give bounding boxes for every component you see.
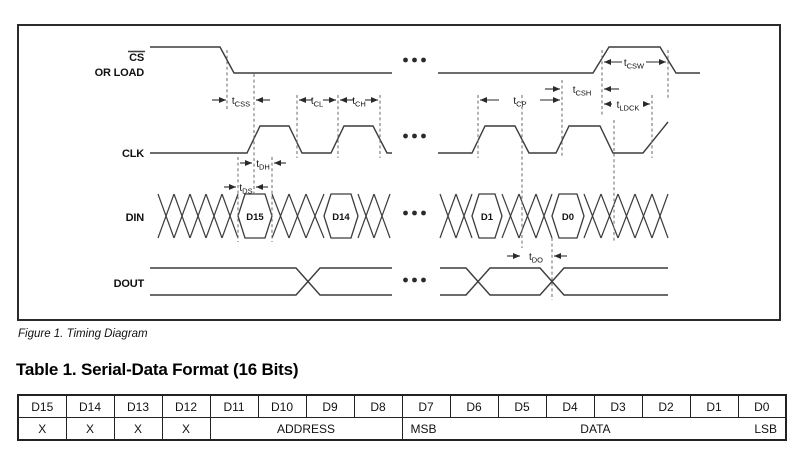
bit-header-cell: D10 xyxy=(257,394,307,418)
tch-label: tCH xyxy=(352,96,366,109)
din-dontcare-block-3 xyxy=(357,193,391,239)
dashed-guides xyxy=(226,50,669,300)
bit-meaning-row: X X X X ADDRESS MSB DATA LSB xyxy=(17,417,787,441)
tdo-label: tDO xyxy=(529,252,543,265)
lsb-label: LSB xyxy=(754,421,777,436)
bit-header-cell: D15 xyxy=(17,394,67,418)
clk-waveform-left xyxy=(150,125,392,154)
bit-header-cell: D13 xyxy=(113,394,163,418)
din-signal-label: DIN xyxy=(126,212,145,224)
din-waveform: D15 D14 D1 D0 xyxy=(157,193,669,239)
cs-waveform xyxy=(150,46,700,74)
bit-header-cell: D7 xyxy=(401,394,451,418)
bit-header-cell: D1 xyxy=(689,394,739,418)
dout-waveform-right xyxy=(440,267,668,296)
dont-care-cell: X xyxy=(17,417,67,441)
dont-care-cell: X xyxy=(161,417,211,441)
tdh-label: tDH xyxy=(256,159,270,172)
bit-header-cell: D6 xyxy=(449,394,499,418)
data-cell: MSB DATA LSB xyxy=(401,417,787,441)
din-dontcare-block-1 xyxy=(157,193,239,239)
signal-labels: CS OR LOAD CLK DIN DOUT xyxy=(95,50,145,290)
tcss-label: tCSS xyxy=(232,96,250,109)
cs-waveform-left xyxy=(150,46,392,74)
din-window-d1 xyxy=(471,193,503,239)
bit-header-cell: D4 xyxy=(545,394,595,418)
clk-waveform-right xyxy=(438,121,669,154)
data-label: DATA xyxy=(580,421,611,436)
msb-label: MSB xyxy=(410,421,437,436)
figure-border xyxy=(17,24,781,321)
tds-label: tDS xyxy=(239,183,252,196)
bit-header-cell: D3 xyxy=(593,394,643,418)
tcsh-label: tCSH xyxy=(573,85,592,98)
clk-signal-label: CLK xyxy=(122,148,144,160)
cs-signal-label: CS xyxy=(129,52,144,64)
dont-care-cell: X xyxy=(113,417,163,441)
address-cell: ADDRESS xyxy=(209,417,403,441)
bit-header-cell: D12 xyxy=(161,394,211,418)
din-dontcare-block-6 xyxy=(583,193,669,239)
tcl-label: tCL xyxy=(311,96,323,109)
din-window-d0 xyxy=(551,193,585,239)
timing-arrows xyxy=(212,59,666,259)
din-d0-label: D0 xyxy=(562,212,574,223)
din-d14-label: D14 xyxy=(332,212,350,223)
din-dontcare-block-5 xyxy=(501,193,553,239)
tldck-label: tLDCK xyxy=(617,100,640,113)
table-title: Table 1. Serial-Data Format (16 Bits) xyxy=(16,360,299,379)
timing-diagram: CS OR LOAD CLK DIN DOUT xyxy=(17,24,781,321)
bit-header-cell: D8 xyxy=(353,394,403,418)
dout-signal-label: DOUT xyxy=(114,278,145,290)
bit-header-cell: D0 xyxy=(737,394,787,418)
din-d1-label: D1 xyxy=(481,212,494,223)
din-dontcare-block-2 xyxy=(271,193,325,239)
bit-header-row: D15 D14 D13 D12 D11 D10 D9 D8 D7 D6 D5 D… xyxy=(17,394,787,418)
timing-labels: tCSS tCL tCH tCP tCSH tCSW tLDCK tDH tDS… xyxy=(232,58,645,265)
din-d15-label: D15 xyxy=(246,212,264,223)
tcsw-label: tCSW xyxy=(624,58,645,71)
din-dontcare-block-4 xyxy=(439,193,473,239)
tcp-label: tCP xyxy=(513,96,526,109)
cs-waveform-right xyxy=(438,46,700,74)
bit-header-cell: D11 xyxy=(209,394,259,418)
din-window-d14 xyxy=(323,193,359,239)
dout-waveform-left xyxy=(150,267,392,296)
or-load-signal-label: OR LOAD xyxy=(95,67,145,79)
dout-waveform xyxy=(150,267,668,296)
bit-header-cell: D14 xyxy=(65,394,115,418)
bit-header-cell: D9 xyxy=(305,394,355,418)
bit-header-cell: D5 xyxy=(497,394,547,418)
dont-care-cell: X xyxy=(65,417,115,441)
figure-caption: Figure 1. Timing Diagram xyxy=(18,328,148,340)
ellipsis-dots xyxy=(403,57,426,283)
serial-data-format-table: D15 D14 D13 D12 D11 D10 D9 D8 D7 D6 D5 D… xyxy=(17,394,787,441)
clk-waveform xyxy=(150,121,669,154)
bit-header-cell: D2 xyxy=(641,394,691,418)
